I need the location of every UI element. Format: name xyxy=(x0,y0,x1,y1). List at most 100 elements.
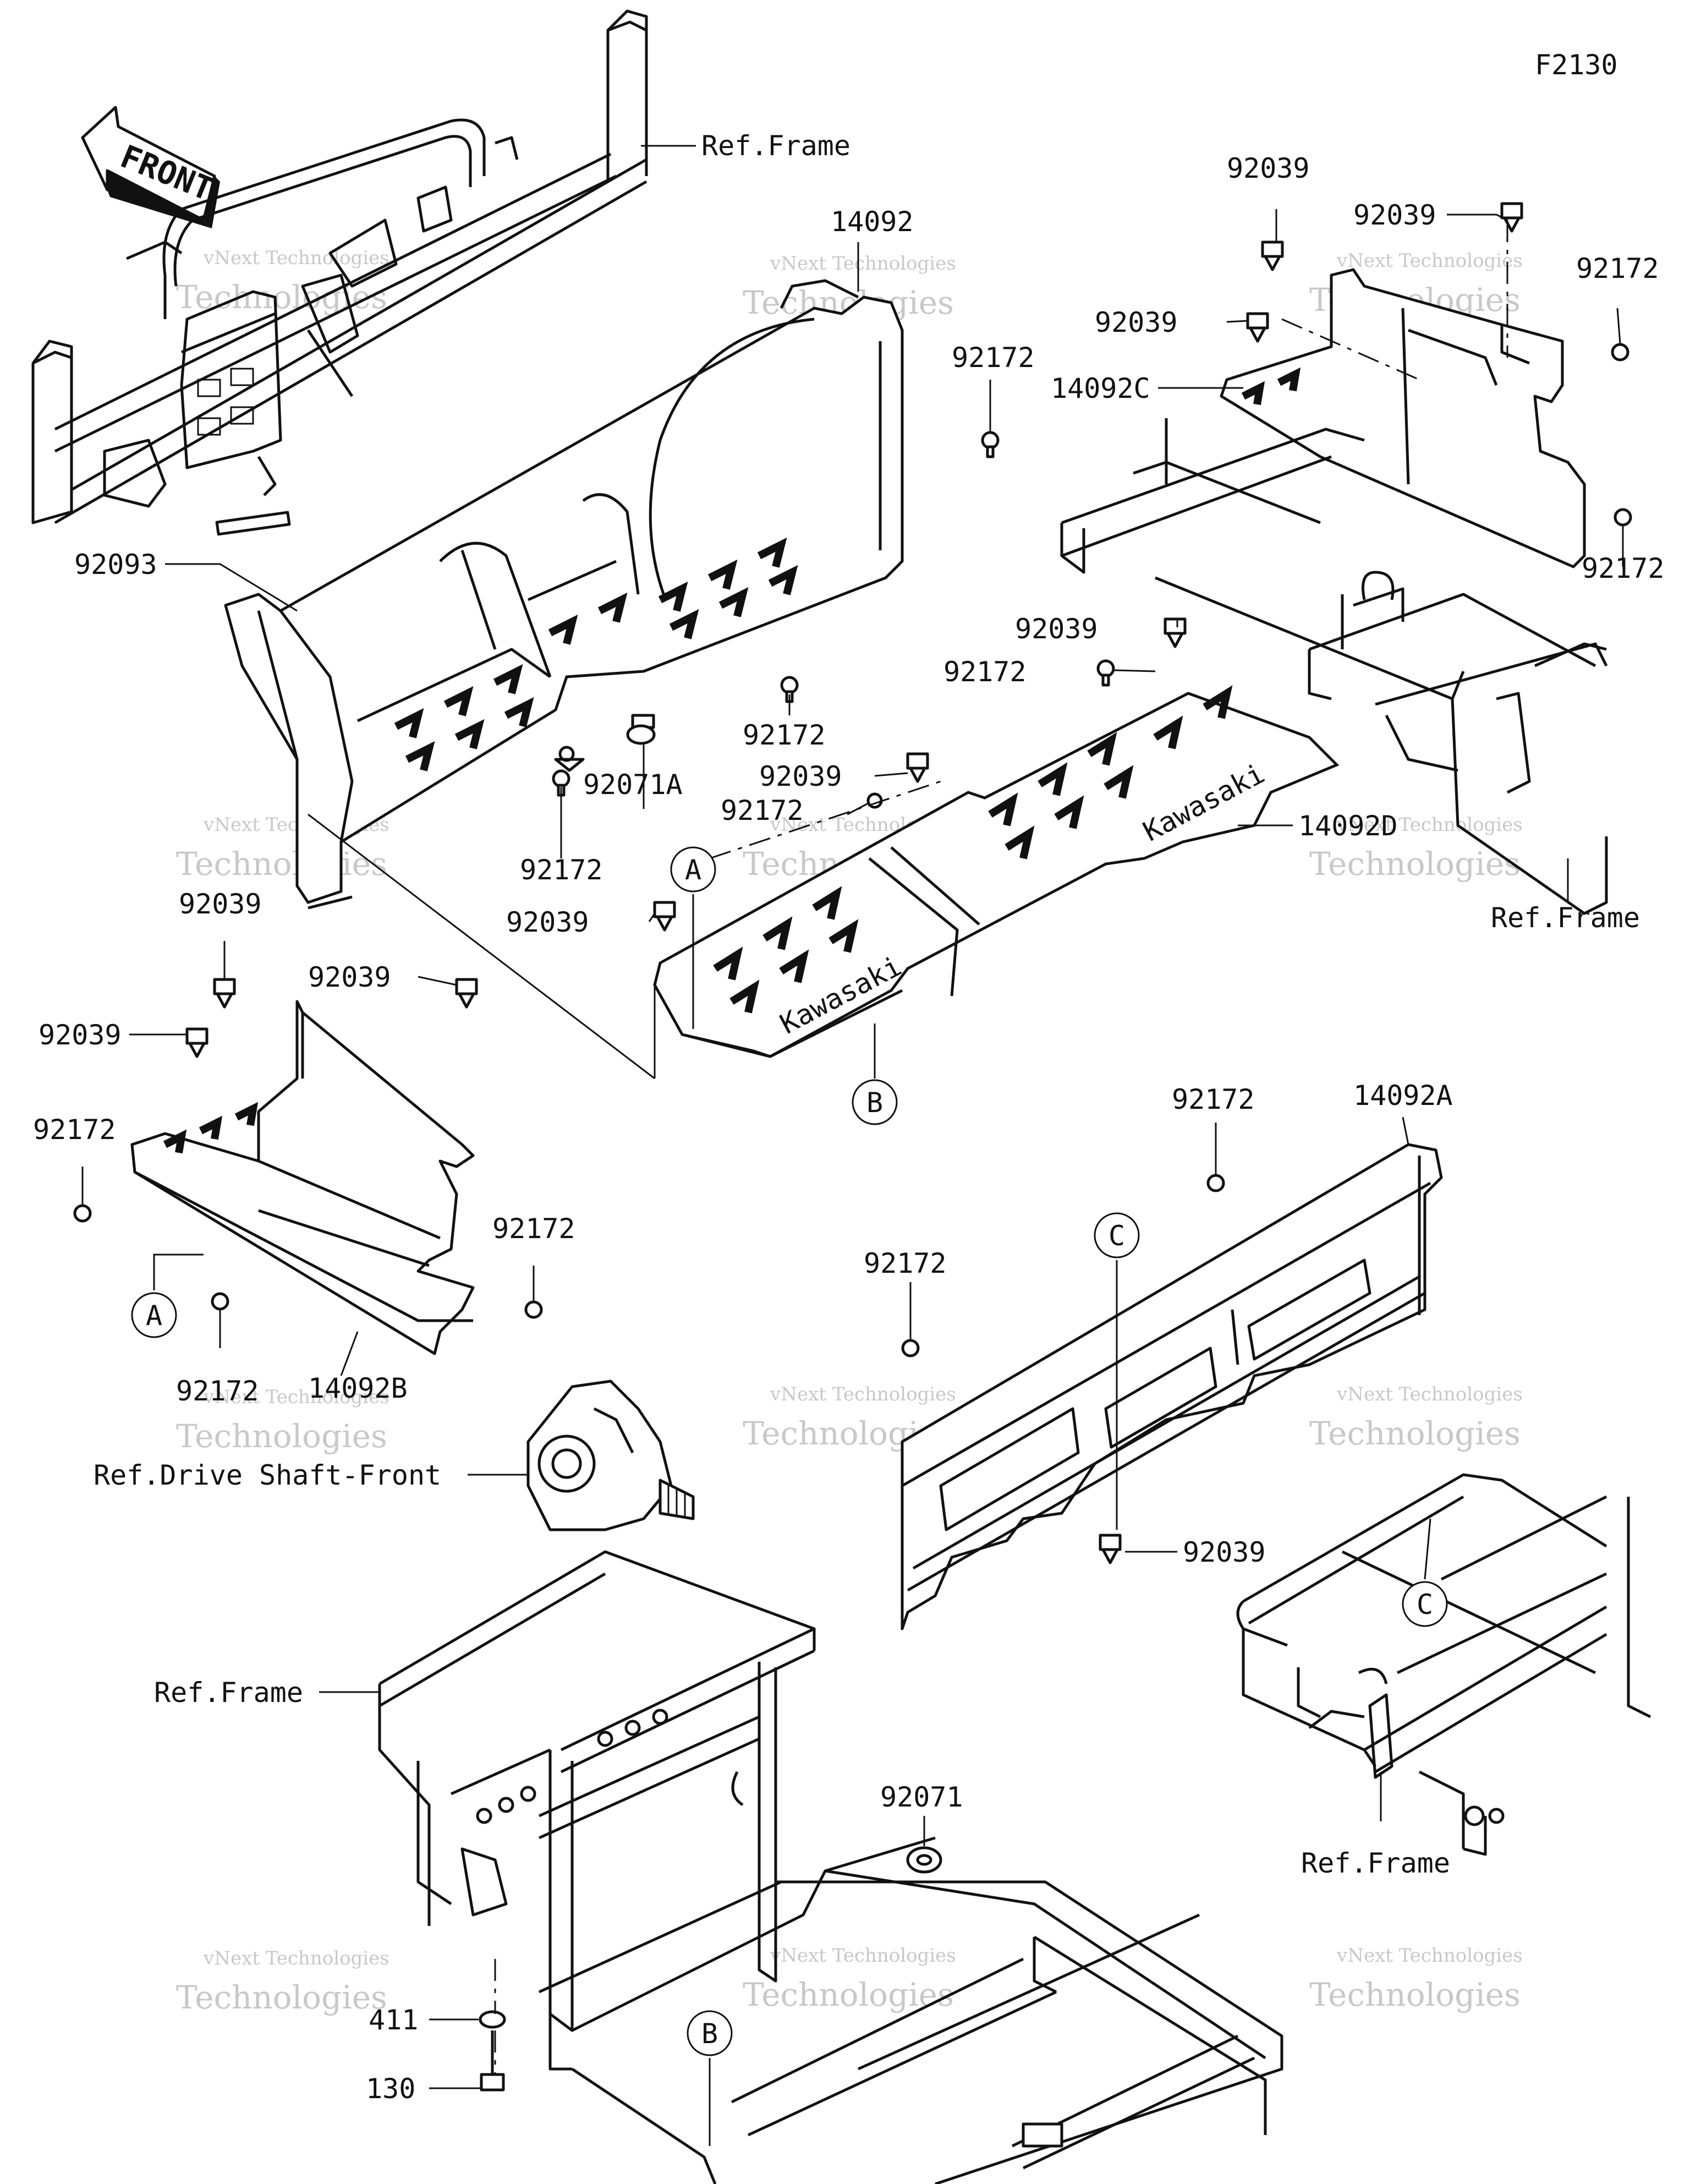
side-panel-14092b-drawing xyxy=(130,1000,475,1355)
rear-frame-drawing xyxy=(1236,1473,1651,1856)
label-92071: 92071 xyxy=(880,1781,963,1813)
clip-icon xyxy=(73,1204,92,1223)
label-92039: 92039 xyxy=(39,1019,122,1051)
label-92172: 92172 xyxy=(864,1247,947,1279)
label-ref-frame: Ref.Frame xyxy=(701,130,851,162)
front-frame-drawing xyxy=(31,9,648,524)
label-92172: 92172 xyxy=(1172,1083,1255,1115)
pin-icon xyxy=(1500,202,1523,233)
callout-b-bottom: B xyxy=(687,2010,733,2056)
label-92172: 92172 xyxy=(33,1114,116,1146)
svg-text:Technologies: Technologies xyxy=(743,1976,954,2013)
pin-icon xyxy=(1164,617,1187,648)
svg-text:A: A xyxy=(146,1300,162,1332)
label-92093: 92093 xyxy=(74,549,157,581)
svg-text:B: B xyxy=(701,2018,718,2050)
svg-text:vNext Technologies: vNext Technologies xyxy=(1336,1945,1523,1967)
front-panel-14092-drawing xyxy=(224,279,904,910)
svg-text:vNext Technologies: vNext Technologies xyxy=(203,1386,389,1408)
label-92172: 92172 xyxy=(1576,253,1659,284)
alignment-lines xyxy=(494,220,1508,2074)
label-92039: 92039 xyxy=(1183,1536,1266,1568)
svg-text:C: C xyxy=(1109,1220,1125,1252)
svg-text:vNext Technologies: vNext Technologies xyxy=(1336,814,1523,836)
svg-text:A: A xyxy=(685,854,701,886)
pin-icon xyxy=(1261,240,1284,271)
callout-b-top: B xyxy=(852,1079,898,1125)
drive-shaft-front-drawing xyxy=(526,1380,695,1531)
label-92071a: 92071A xyxy=(583,769,683,801)
svg-text:vNext Technologies: vNext Technologies xyxy=(1336,1383,1523,1405)
bolt-icon xyxy=(480,2030,505,2092)
clip-icon xyxy=(1614,508,1632,527)
label-14092b: 14092B xyxy=(308,1372,408,1404)
label-130: 130 xyxy=(366,2073,415,2105)
back-panel-14092a-drawing xyxy=(901,1143,1443,1630)
pin-icon xyxy=(1099,1534,1122,1564)
svg-text:Technologies: Technologies xyxy=(176,845,387,883)
callout-a-left: A xyxy=(131,1292,177,1338)
label-92039: 92039 xyxy=(506,906,589,938)
clip-icon xyxy=(981,431,1000,458)
svg-text:Technologies: Technologies xyxy=(1309,845,1521,883)
svg-text:vNext Technologies: vNext Technologies xyxy=(203,1947,389,1969)
grommet-icon xyxy=(906,1846,942,1874)
label-92172: 92172 xyxy=(721,795,804,826)
label-ref-frame: Ref.Frame xyxy=(154,1677,303,1709)
clip-icon xyxy=(1096,659,1115,687)
label-411: 411 xyxy=(369,2004,418,2036)
pin-icon xyxy=(185,1027,208,1058)
label-92172: 92172 xyxy=(943,656,1027,688)
label-92172: 92172 xyxy=(520,854,603,886)
svg-text:Technologies: Technologies xyxy=(1309,1415,1521,1452)
clip-icon xyxy=(1206,1174,1225,1192)
front-arrow-icon: FRONT xyxy=(81,106,220,228)
clip-icon xyxy=(211,1292,229,1311)
label-92172: 92172 xyxy=(176,1375,259,1407)
label-ref-frame: Ref.Frame xyxy=(1301,1847,1450,1879)
label-14092d: 14092D xyxy=(1298,810,1398,842)
label-92039: 92039 xyxy=(1015,613,1098,645)
callout-c-top: C xyxy=(1094,1212,1140,1258)
clip-icon xyxy=(1611,343,1629,362)
clip-icon xyxy=(524,1300,543,1319)
label-92172: 92172 xyxy=(492,1213,575,1245)
fastener-group xyxy=(73,202,1632,2092)
callout-a-top: A xyxy=(670,846,716,893)
pin-icon xyxy=(906,752,929,783)
label-92039: 92039 xyxy=(308,961,391,993)
main-frame-drawing xyxy=(378,1550,1283,2184)
label-92172: 92172 xyxy=(743,719,826,751)
svg-text:C: C xyxy=(1417,1589,1433,1621)
label-92039: 92039 xyxy=(1227,152,1310,184)
leader-lines xyxy=(81,145,1624,2146)
rear-top-panel-14092c-drawing xyxy=(1060,268,1608,915)
grommet-icon xyxy=(626,724,656,745)
svg-text:Technologies: Technologies xyxy=(176,1979,387,2016)
label-92039: 92039 xyxy=(179,888,262,920)
pin-icon xyxy=(213,978,236,1009)
washer-icon xyxy=(479,2010,506,2029)
label-14092: 14092 xyxy=(831,206,914,238)
svg-text:vNext Technologies: vNext Technologies xyxy=(770,1945,956,1967)
pin-icon xyxy=(1246,312,1269,343)
svg-text:vNext Technologies: vNext Technologies xyxy=(1336,250,1523,272)
clip-icon xyxy=(901,1339,920,1358)
svg-text:Technologies: Technologies xyxy=(176,1417,387,1455)
pin-icon xyxy=(653,901,676,932)
svg-text:B: B xyxy=(866,1087,883,1119)
label-92039: 92039 xyxy=(1353,199,1436,231)
label-ref-drive-shaft: Ref.Drive Shaft-Front xyxy=(94,1459,441,1491)
label-14092a: 14092A xyxy=(1353,1080,1453,1112)
label-14092c: 14092C xyxy=(1051,373,1150,404)
svg-text:vNext Technologies: vNext Technologies xyxy=(203,247,389,269)
